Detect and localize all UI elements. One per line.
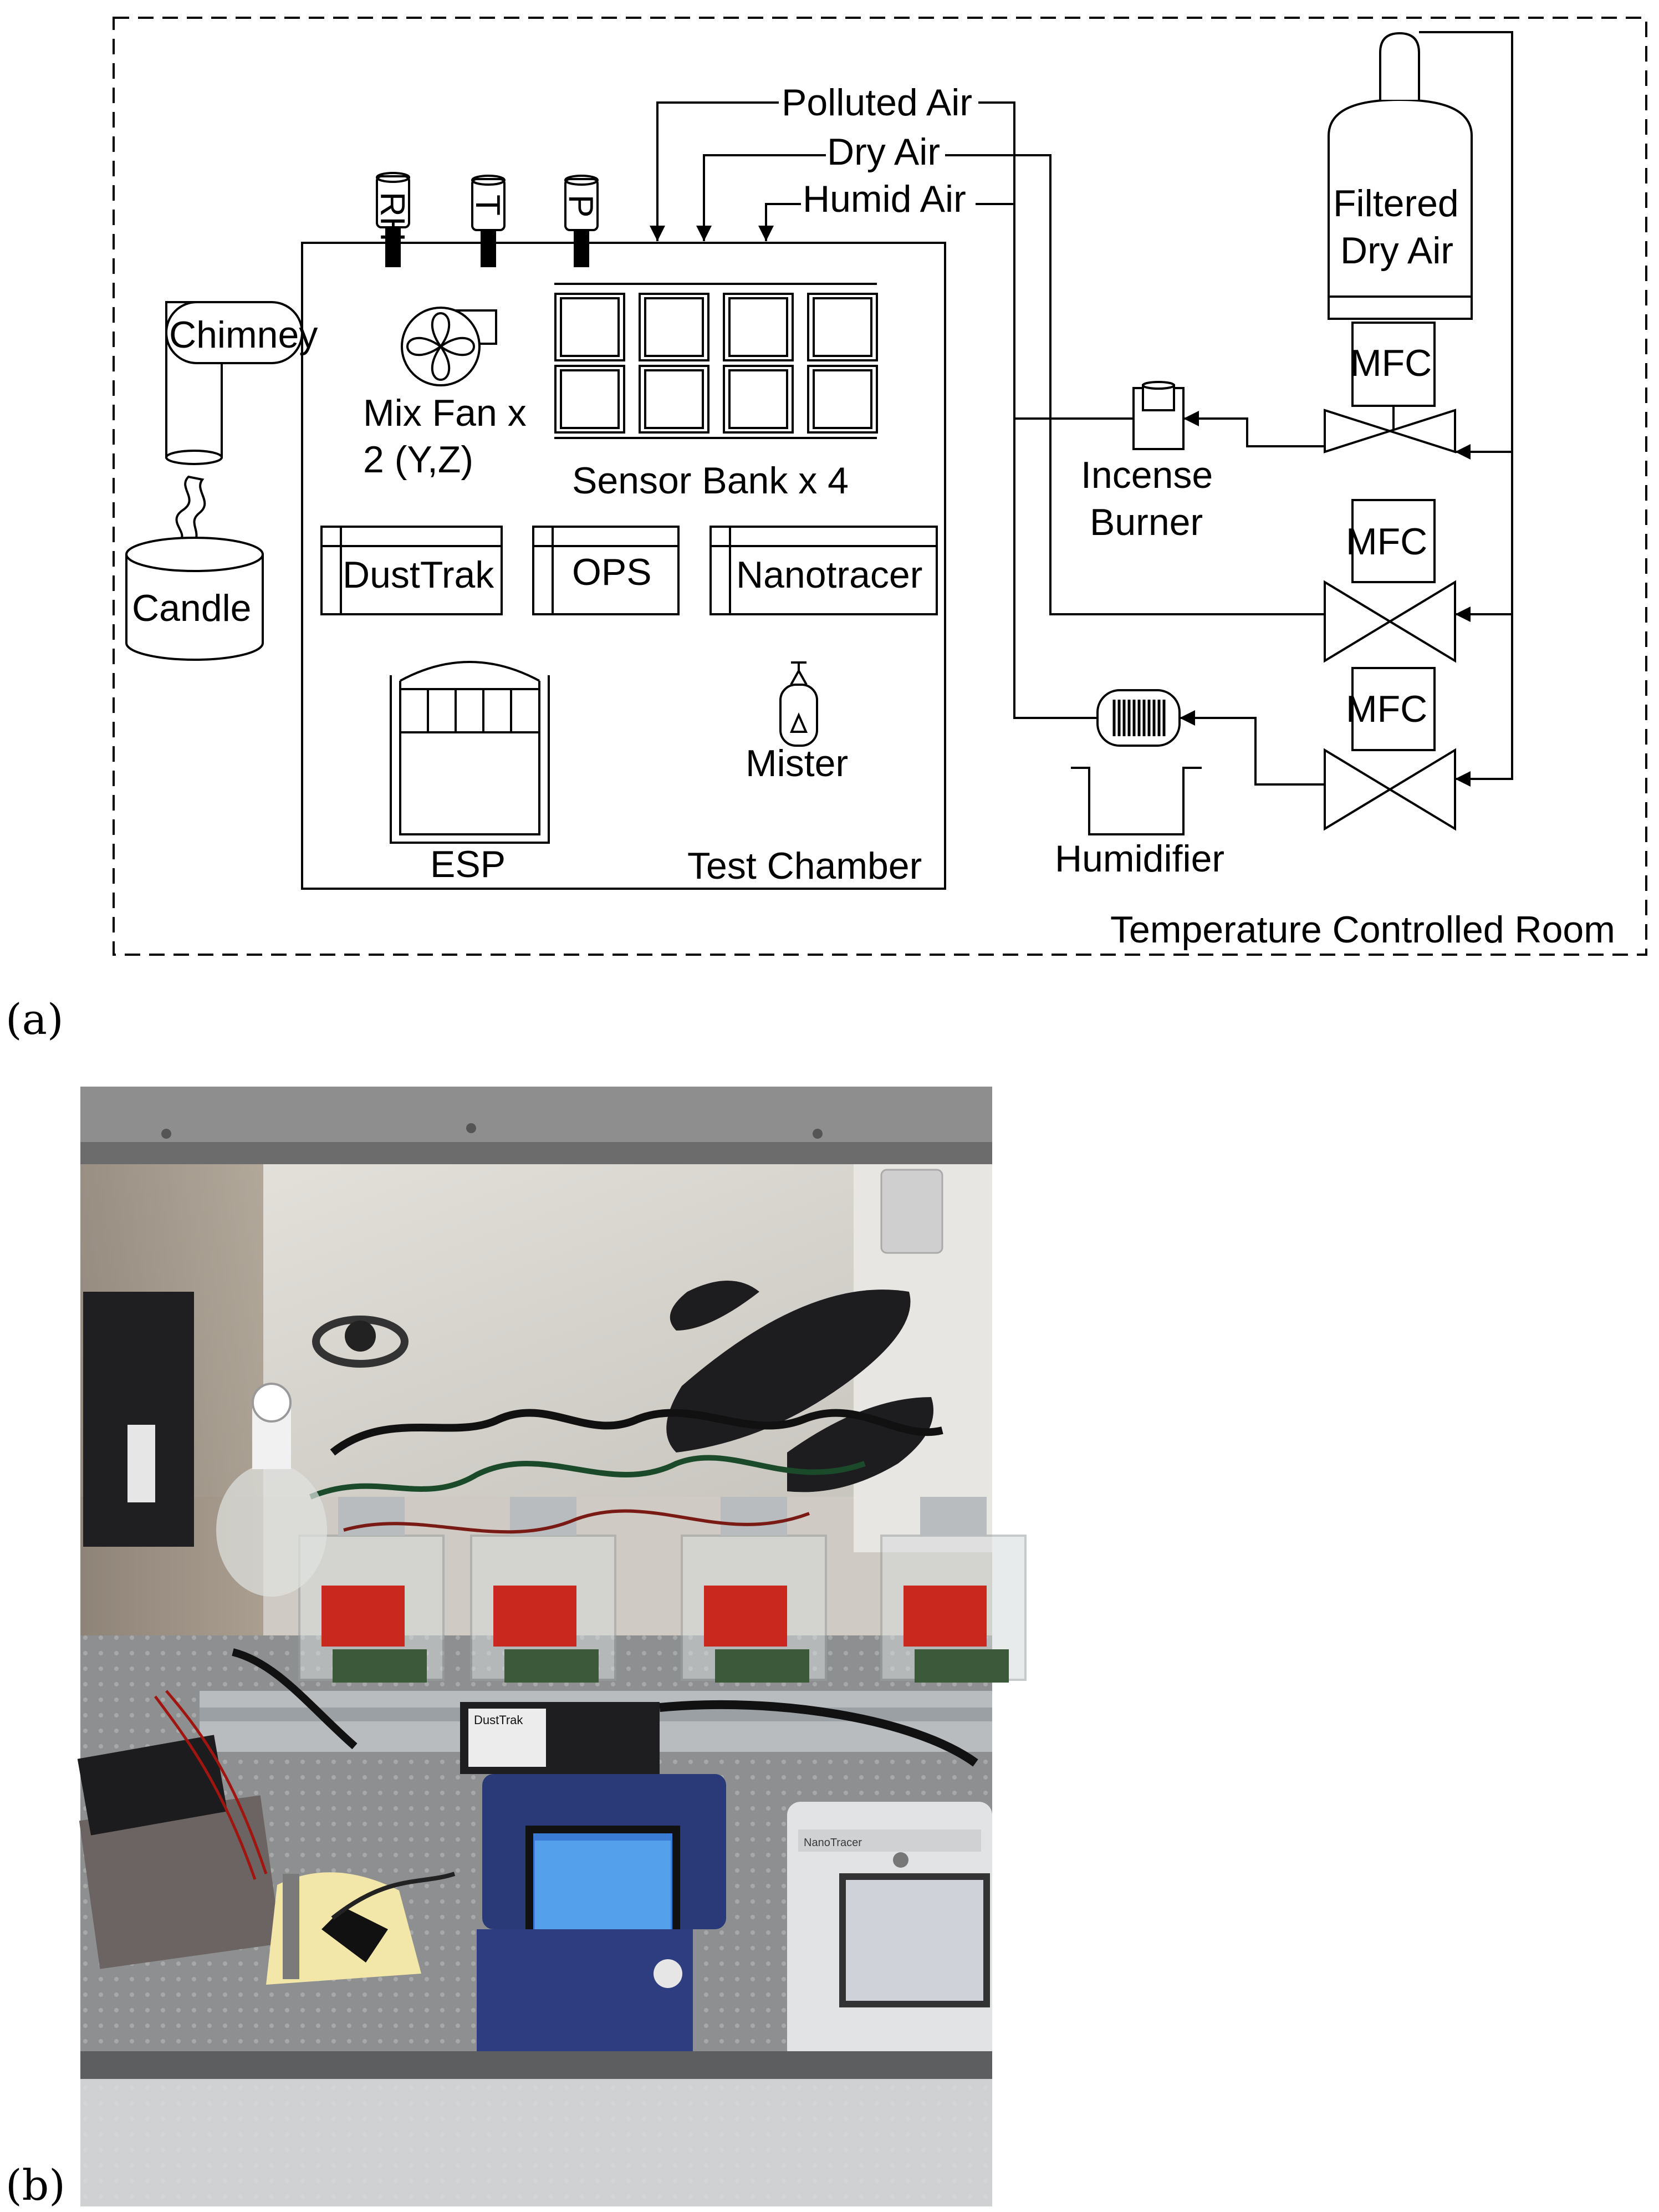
candle-label: Candle	[132, 587, 252, 629]
test-chamber-box	[301, 242, 946, 890]
t-sensor	[471, 175, 506, 267]
valve-3	[1324, 748, 1456, 831]
sensor-bank-cell	[639, 365, 709, 434]
t-label: T	[468, 195, 507, 216]
sensor-bank-label: Sensor Bank x 4	[572, 460, 849, 502]
humid-air-label: Humid Air	[803, 178, 966, 220]
sensor-base-board	[504, 1649, 599, 1683]
mfc-label-2: MFC	[1346, 521, 1427, 563]
sensor-base-board	[915, 1649, 1009, 1683]
filtered-label-1: Filtered	[1333, 182, 1459, 225]
power-supply	[83, 1292, 194, 1547]
room-border	[113, 17, 1647, 956]
sensor-bank-cell-inner	[644, 369, 704, 429]
humidifier-label: Humidifier	[1055, 838, 1224, 880]
rh-label: RH	[373, 192, 411, 242]
dusttrak-box	[320, 526, 503, 615]
polluted-air-inlet	[650, 101, 779, 241]
sensor-bank	[554, 283, 878, 439]
humid-air-inlet	[758, 203, 801, 241]
sensor-bank-cell-inner	[560, 297, 620, 357]
sensor-bank-cell	[554, 293, 625, 361]
chimney	[165, 301, 303, 465]
chamber-label: Test Chamber	[687, 845, 922, 887]
mix-fan-icon	[401, 307, 497, 386]
sensor-bank-cell-inner	[644, 297, 704, 357]
mfc-label-3: MFC	[1346, 688, 1427, 730]
incense-feed-line	[1183, 411, 1325, 447]
sensor-base-board	[333, 1649, 427, 1683]
nanotracer-photo-label: NanoTracer	[804, 1837, 862, 1849]
incense-label-2: Burner	[1090, 501, 1203, 543]
mfc-box-3	[1351, 667, 1436, 751]
mfc-box-2	[1351, 499, 1436, 583]
ops-box	[532, 526, 680, 615]
sensor-bank-cell-inner	[560, 369, 620, 429]
nanotracer-box	[709, 526, 938, 615]
nanotracer-screen	[839, 1873, 990, 2007]
dusttrak-photo-label: DustTrak	[474, 1713, 523, 1727]
heatsink	[920, 1497, 987, 1536]
sensor-bank-cell-inner	[728, 297, 788, 357]
humid-air-line	[976, 203, 1098, 719]
p-label: P	[561, 195, 600, 217]
chimney-label: Chimney	[169, 314, 318, 356]
nanotracer-label: Nanotracer	[736, 554, 922, 596]
mix-fan-label-2: 2 (Y,Z)	[363, 439, 473, 481]
panel-a-label: (a)	[6, 995, 64, 1044]
valve-1	[1324, 406, 1456, 453]
logo-shape-1	[670, 1281, 759, 1331]
filtered-dry-air-cylinder	[1328, 32, 1473, 320]
sensor-bank-cell	[639, 293, 709, 361]
sensor-board	[903, 1586, 987, 1647]
panel-b-label: (b)	[6, 2160, 65, 2210]
sensor-bank-cell	[807, 293, 878, 361]
sensor-base-board	[715, 1649, 809, 1683]
sensor-bank-cell-inner	[813, 369, 872, 429]
humidifier-feed-line	[1180, 710, 1325, 786]
filtered-label-2: Dry Air	[1340, 230, 1453, 272]
room-label: Temperature Controlled Room	[1110, 909, 1615, 951]
panel-a-diagram	[113, 17, 1647, 956]
logo-shape-3	[787, 1397, 933, 1492]
esp-device	[390, 661, 550, 844]
mfc-label-1: MFC	[1350, 342, 1432, 384]
supply-line	[1419, 31, 1513, 787]
dry-air-inlet	[696, 154, 826, 241]
dusttrak-label: DustTrak	[343, 554, 494, 596]
sensor-board	[321, 1586, 405, 1647]
sensor-bank-cell	[723, 293, 794, 361]
nanotracer-device-photo: NanoTracer	[787, 1802, 992, 2062]
dusttrak-device-photo: DustTrak	[460, 1702, 726, 2051]
mister-label: Mister	[746, 742, 848, 784]
candle	[125, 537, 264, 661]
rh-sensor	[376, 172, 410, 267]
dry-air-line	[945, 154, 1325, 615]
sensor-board	[493, 1586, 576, 1647]
incense-burner-icon	[1132, 381, 1185, 450]
incense-label-1: Incense	[1081, 454, 1213, 496]
ops-label: OPS	[572, 551, 652, 593]
p-sensor	[564, 175, 599, 267]
sensor-bank-cell-inner	[728, 369, 788, 429]
polluted-air-label: Polluted Air	[782, 81, 972, 124]
panel-b-photo: DustTrak NanoTracer	[77, 1087, 1027, 2206]
humidifier-icon	[1071, 689, 1202, 835]
logo-shape-2	[666, 1290, 911, 1452]
sensor-bank-cell	[807, 365, 878, 434]
sensor-bank-cell	[723, 365, 794, 434]
esp-label: ESP	[430, 843, 506, 885]
dry-air-label: Dry Air	[827, 131, 940, 173]
mister-icon	[779, 661, 818, 747]
smoke-icon	[175, 475, 206, 548]
heatsink	[721, 1497, 787, 1536]
sensor-bank-cell-inner	[813, 297, 872, 357]
mix-fan-label-1: Mix Fan x	[363, 392, 527, 434]
sensor-board	[704, 1586, 787, 1647]
polluted-air-line	[978, 101, 1134, 420]
sensor-bank-cell	[554, 365, 625, 434]
valve-2	[1324, 580, 1456, 663]
